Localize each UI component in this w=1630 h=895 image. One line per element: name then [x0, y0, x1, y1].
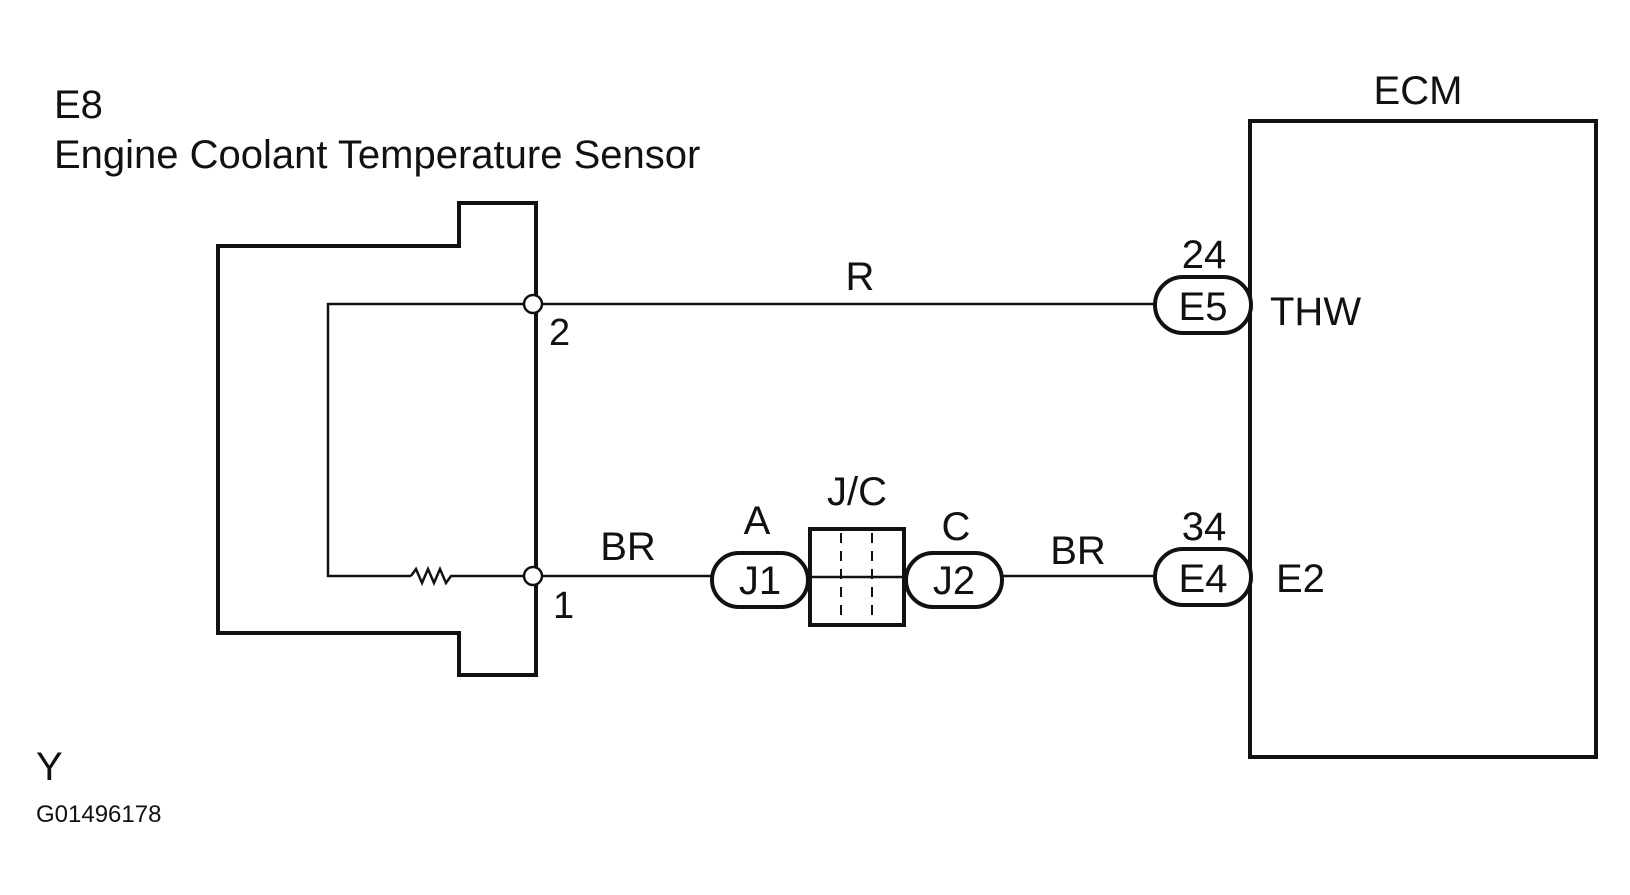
- sensor-code-label: E8: [54, 83, 103, 127]
- sensor-pin-2-label: 2: [549, 312, 570, 354]
- junction-pin-a-label: A: [744, 499, 771, 543]
- sensor-internal-loop: [326, 302, 527, 578]
- ecm-title-label: ECM: [1374, 69, 1463, 113]
- sensor-pin-2-terminal: [522, 293, 544, 315]
- junction-block-label: J/C: [827, 470, 887, 514]
- thermistor-resistor-symbol: [409, 565, 527, 587]
- connector-j2-label: J2: [933, 559, 975, 603]
- ecm-pin-24-number-label: 24: [1182, 233, 1227, 277]
- sensor-pin-1-terminal: [522, 565, 544, 587]
- ecm-pin-34-number-label: 34: [1182, 505, 1227, 549]
- footer-figure-id: G01496178: [36, 801, 161, 828]
- ecm-box: [1248, 119, 1598, 759]
- wire-br-right-color-label: BR: [1050, 529, 1106, 573]
- sensor-body-outline: [216, 201, 538, 677]
- wire-br-left-color-label: BR: [600, 525, 656, 569]
- sensor-pin-1-label: 1: [553, 585, 574, 627]
- sensor-name-label: Engine Coolant Temperature Sensor: [54, 133, 700, 177]
- ecm-pin-e2-label: E2: [1276, 557, 1325, 601]
- connector-e5: [1153, 275, 1253, 335]
- connector-e5-label: E5: [1179, 285, 1228, 329]
- junction-pin-c-label: C: [942, 505, 971, 549]
- connector-j2: [904, 551, 1004, 609]
- connector-j1-label: J1: [739, 559, 781, 603]
- footer-code-letter: Y: [36, 745, 63, 789]
- connector-e4-label: E4: [1179, 557, 1228, 601]
- wire-r-color-label: R: [846, 255, 875, 299]
- ecm-pin-thw-label: THW: [1270, 290, 1361, 334]
- connector-e4: [1153, 547, 1253, 607]
